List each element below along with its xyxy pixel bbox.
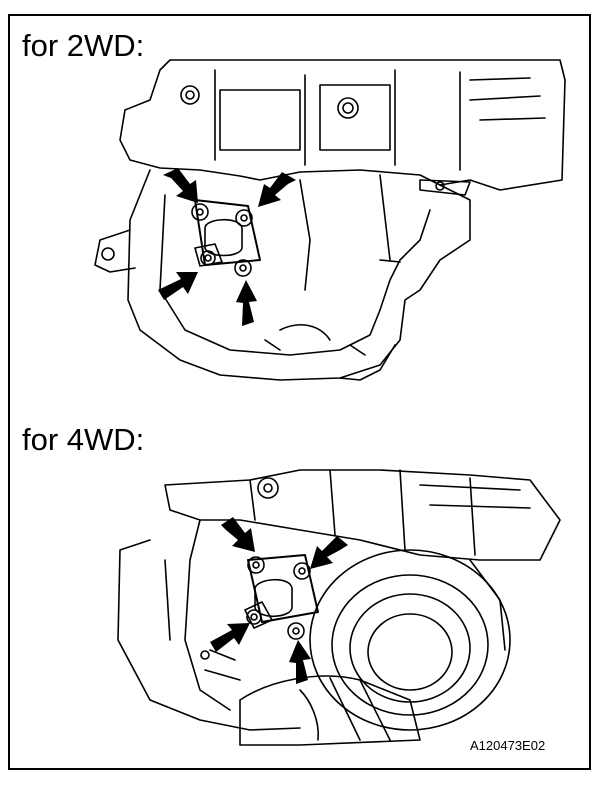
transmission-2wd-drawing	[94, 59, 566, 381]
transmission-4wd-drawing	[117, 469, 561, 746]
arrow-2wd-top-right	[258, 172, 296, 207]
heading-2wd: for 2WD:	[22, 28, 145, 63]
arrow-2wd-bottom-left	[158, 272, 198, 300]
heading-4wd: for 4WD:	[22, 422, 145, 457]
arrows-4wd	[210, 517, 348, 684]
figure-id: A120473E02	[470, 738, 546, 753]
arrow-4wd-bottom-left	[210, 623, 250, 652]
figure-border	[8, 14, 591, 770]
arrow-4wd-bottom-right	[289, 640, 311, 684]
arrows-2wd	[158, 168, 296, 326]
arrow-4wd-top-left	[221, 517, 255, 552]
arrow-4wd-top-right	[310, 536, 348, 569]
arrow-2wd-bottom-right	[236, 280, 257, 326]
arrow-2wd-top-left	[163, 168, 198, 203]
